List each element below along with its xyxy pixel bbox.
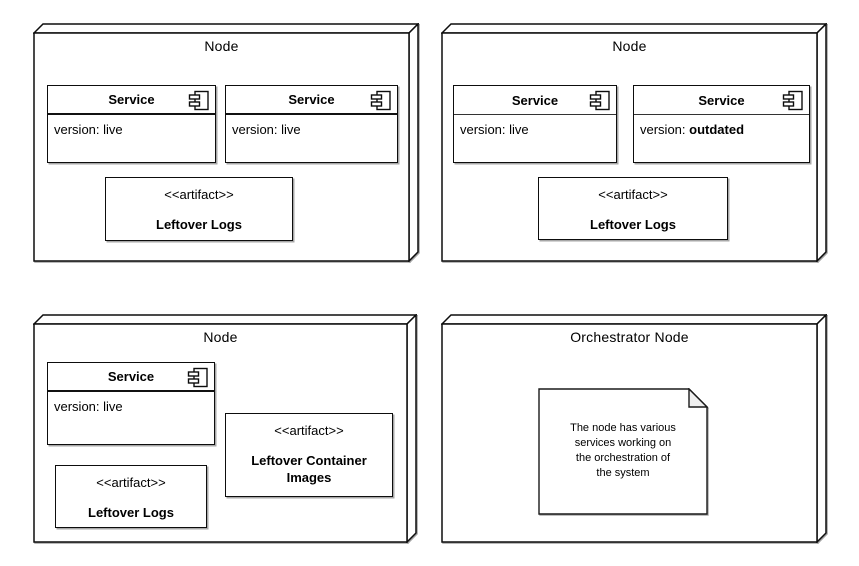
node-title: Node — [203, 329, 238, 345]
version-label: version: — [460, 122, 506, 137]
artifact-stereotype: <<artifact>> — [164, 187, 234, 202]
artifact-stereotype: <<artifact>> — [96, 475, 166, 490]
artifact-leftover-logs: <<artifact>> Leftover Logs — [105, 177, 293, 241]
version-value: live — [509, 122, 529, 137]
artifact-leftover-logs: <<artifact>> Leftover Logs — [538, 177, 728, 240]
node-title: Node — [204, 38, 239, 54]
component-icon — [782, 90, 803, 111]
artifact-stereotype: <<artifact>> — [274, 423, 344, 438]
service-version: version: live — [48, 392, 214, 421]
version-label: version: — [54, 122, 100, 137]
node-title: Node — [612, 38, 647, 54]
note-line: services working on — [574, 437, 672, 449]
version-label: version: — [54, 399, 100, 414]
component-icon — [188, 90, 209, 111]
service-header: Service — [48, 86, 215, 115]
component-icon — [187, 367, 208, 388]
node-bottom-left: Node Service version: live <<artifact>> … — [33, 314, 417, 543]
version-value: live — [103, 122, 123, 137]
service-name: Service — [288, 92, 335, 107]
version-label: version: — [640, 122, 686, 137]
service-version: version: live — [226, 115, 397, 144]
artifact-name: Leftover Logs — [156, 217, 242, 232]
note-text: The node has various services working on… — [538, 421, 708, 481]
artifact-name: Leftover Container Images — [251, 453, 367, 485]
node-orchestrator: Orchestrator Node The node has various s… — [441, 314, 827, 543]
version-value: outdated — [689, 122, 745, 137]
node-title: Orchestrator Node — [570, 329, 689, 345]
service-header: Service — [226, 86, 397, 115]
note-line: The node has various — [570, 422, 676, 434]
service-component: Service version: live — [453, 85, 617, 163]
note-line: the system — [596, 467, 650, 479]
artifact-leftover-container-images: <<artifact>> Leftover Container Images — [225, 413, 393, 497]
version-value: live — [103, 399, 123, 414]
service-version: version: outdated — [634, 115, 809, 144]
note-line: the orchestration of — [575, 452, 671, 464]
artifact-name: Leftover Logs — [590, 217, 676, 232]
service-version: version: live — [48, 115, 215, 144]
artifact-leftover-logs: <<artifact>> Leftover Logs — [55, 465, 207, 528]
uml-note: The node has various services working on… — [538, 388, 708, 515]
service-header: Service — [634, 86, 809, 115]
version-value: live — [281, 122, 301, 137]
service-component: Service version: live — [47, 362, 215, 445]
service-header: Service — [454, 86, 616, 115]
service-name: Service — [698, 92, 745, 108]
node-top-right: Node Service version: live Service — [441, 23, 827, 262]
service-version: version: live — [454, 115, 616, 144]
service-header: Service — [48, 363, 214, 392]
artifact-stereotype: <<artifact>> — [598, 187, 668, 202]
artifact-name: Leftover Logs — [88, 505, 174, 520]
node-3d-shape — [441, 314, 827, 543]
service-component: Service version: live — [47, 85, 216, 163]
service-name: Service — [511, 92, 559, 108]
service-name: Service — [108, 92, 155, 107]
component-icon — [589, 90, 610, 111]
service-component: Service version: outdated — [633, 85, 810, 163]
service-component: Service version: live — [225, 85, 398, 163]
service-name: Service — [107, 369, 155, 384]
version-label: version: — [232, 122, 278, 137]
note-shape — [538, 388, 708, 515]
component-icon — [370, 90, 391, 111]
node-top-left: Node Service version: live Service — [33, 23, 419, 262]
